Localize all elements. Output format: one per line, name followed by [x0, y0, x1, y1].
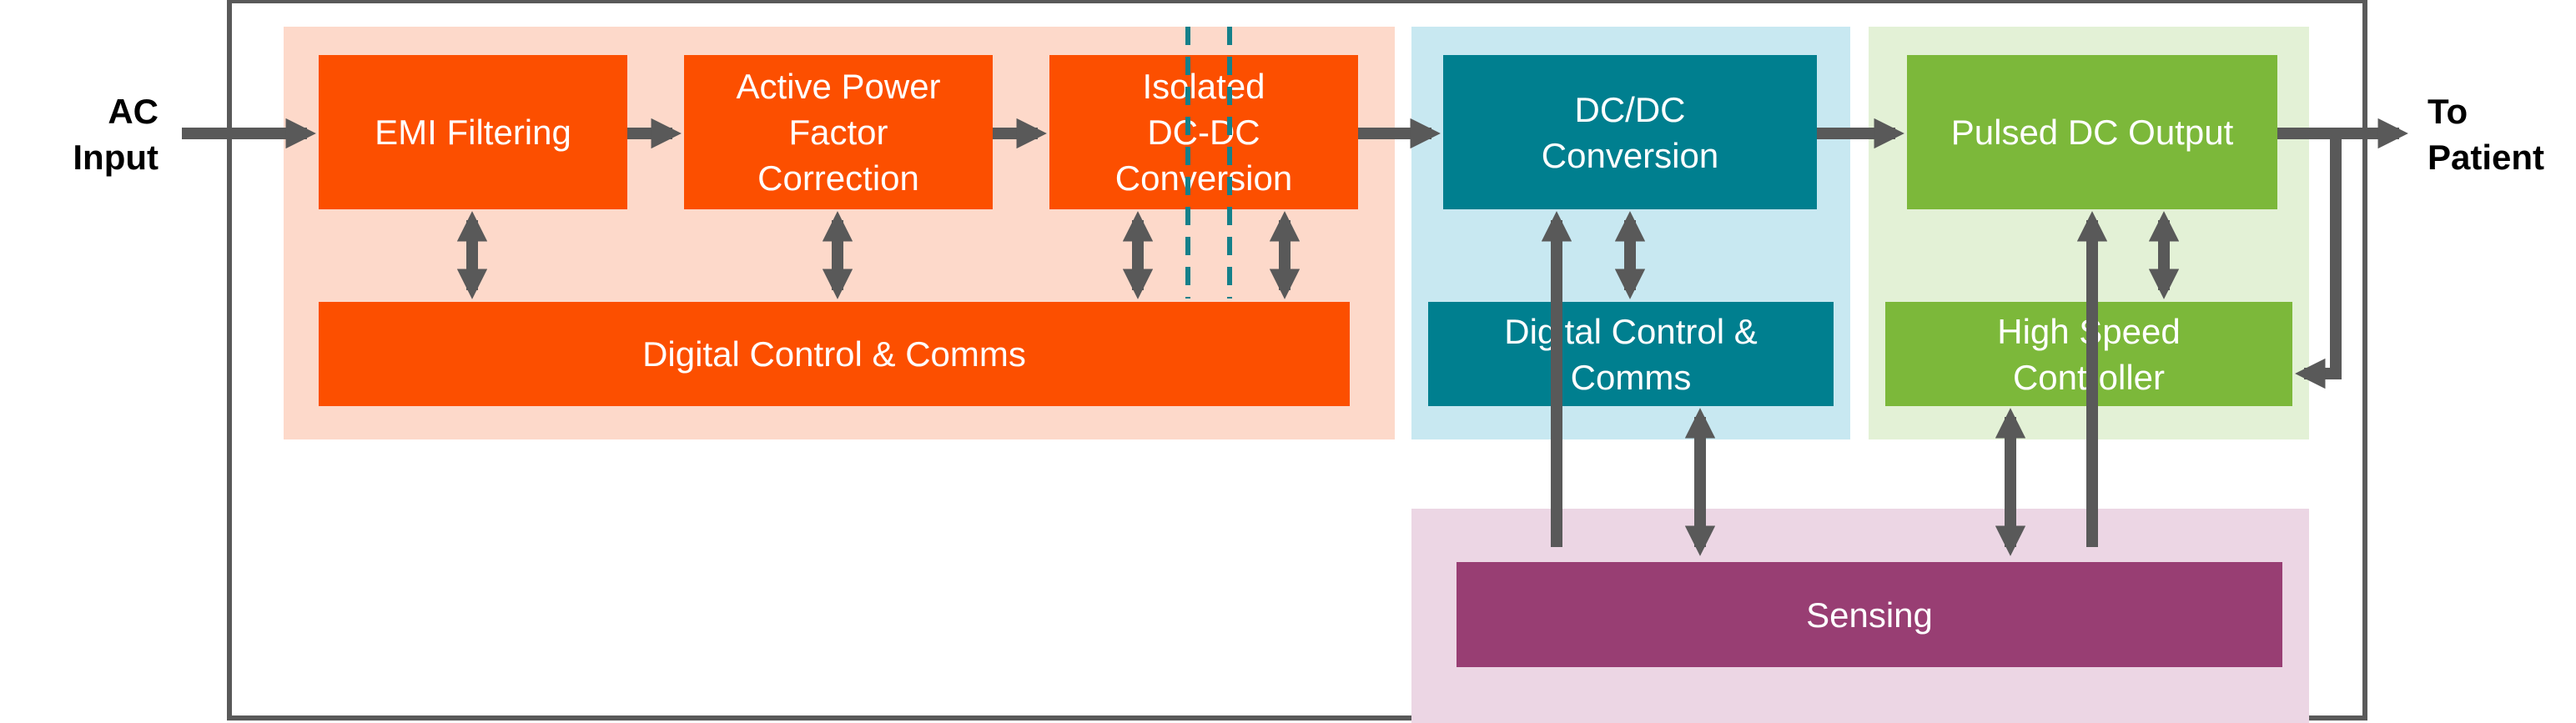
- ac-input-label: AC Input: [73, 92, 158, 177]
- digital-control-comms-primary-block: Digital Control & Comms: [319, 302, 1350, 406]
- pulsed-dc-output-block: Pulsed DC Output: [1907, 55, 2277, 209]
- to-patient-label: To Patient: [2428, 92, 2545, 177]
- emi-filtering-block: EMI Filtering: [319, 55, 627, 209]
- arrow-output-feedback-to-controller: [2295, 133, 2342, 389]
- dcdc-conversion-block: DC/DC Conversion: [1443, 55, 1817, 209]
- isolated-dcdc-block: Isolated DC-DC Conversion: [1049, 55, 1358, 209]
- active-pfc-block: Active Power Factor Correction: [684, 55, 993, 209]
- system-frame: [227, 0, 2367, 720]
- sensing-block: Sensing: [1457, 562, 2282, 667]
- digital-control-comms-secondary-block: Digital Control & Comms: [1428, 302, 1834, 406]
